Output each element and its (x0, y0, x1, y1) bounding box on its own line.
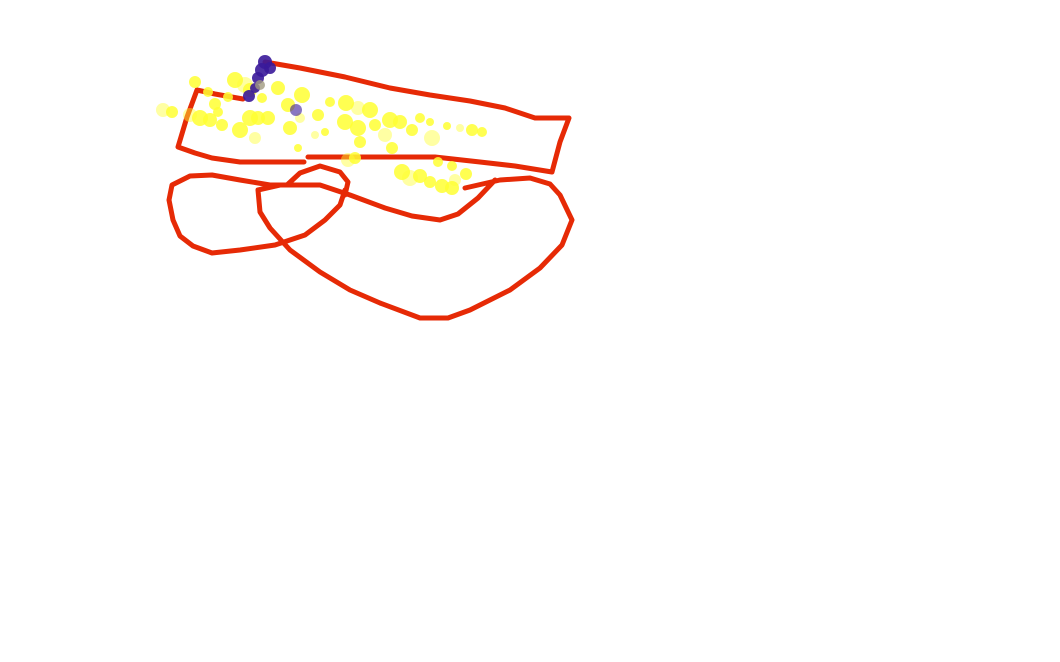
highlight-dot (203, 87, 213, 97)
highlight-dot (447, 161, 457, 171)
marker-dot (255, 80, 265, 90)
highlight-dot (341, 153, 355, 167)
stroke-left-loop (255, 175, 575, 321)
highlight-dot (338, 95, 354, 111)
highlight-dot (294, 144, 302, 152)
highlight-dot (249, 132, 261, 144)
highlight-dot (283, 121, 297, 135)
highlight-dot (227, 72, 243, 88)
highlight-dot (413, 169, 427, 183)
highlight-dot (378, 128, 392, 142)
highlight-dot (321, 128, 329, 136)
highlight-dot (456, 124, 464, 132)
highlight-dot (354, 136, 366, 148)
highlight-dot (393, 115, 407, 129)
highlight-dot (349, 152, 361, 164)
highlight-dot (394, 164, 410, 180)
highlight-dot (271, 81, 285, 95)
highlight-dot (443, 122, 451, 130)
highlight-dot (325, 97, 335, 107)
highlight-dot (311, 131, 319, 139)
highlight-dot (261, 111, 275, 125)
highlight-dot (213, 107, 223, 117)
highlight-dot (312, 109, 324, 121)
highlight-dot (426, 118, 434, 126)
highlight-dot (232, 122, 248, 138)
highlight-dot (257, 93, 267, 103)
highlight-dot (424, 176, 436, 188)
highlight-dot (337, 114, 353, 130)
highlight-dot (203, 113, 217, 127)
highlight-dot (251, 111, 265, 125)
marker-dot (243, 90, 255, 102)
stroke-top-outline (262, 59, 572, 175)
highlight-dot (415, 113, 425, 123)
highlight-dot (477, 127, 487, 137)
highlight-dot (386, 142, 398, 154)
marker-dot (264, 62, 276, 74)
highlight-dot (433, 157, 443, 167)
highlight-dot (223, 92, 233, 102)
stroke-small-loop (166, 163, 351, 256)
highlight-dot (351, 101, 365, 115)
highlight-dot (294, 87, 310, 103)
highlight-dots (156, 55, 487, 195)
highlight-dot (445, 181, 459, 195)
marker-dot (290, 104, 302, 116)
highlight-dot (460, 168, 472, 180)
highlight-dot (189, 76, 201, 88)
highlight-dot (424, 130, 440, 146)
highlight-dot (350, 120, 366, 136)
highlight-dot (166, 106, 178, 118)
highlight-dot (369, 119, 381, 131)
highlight-dot (216, 119, 228, 131)
highlight-dot (362, 102, 378, 118)
highlight-dot (449, 174, 461, 186)
highlight-dot (466, 124, 478, 136)
highlight-dot (406, 124, 418, 136)
